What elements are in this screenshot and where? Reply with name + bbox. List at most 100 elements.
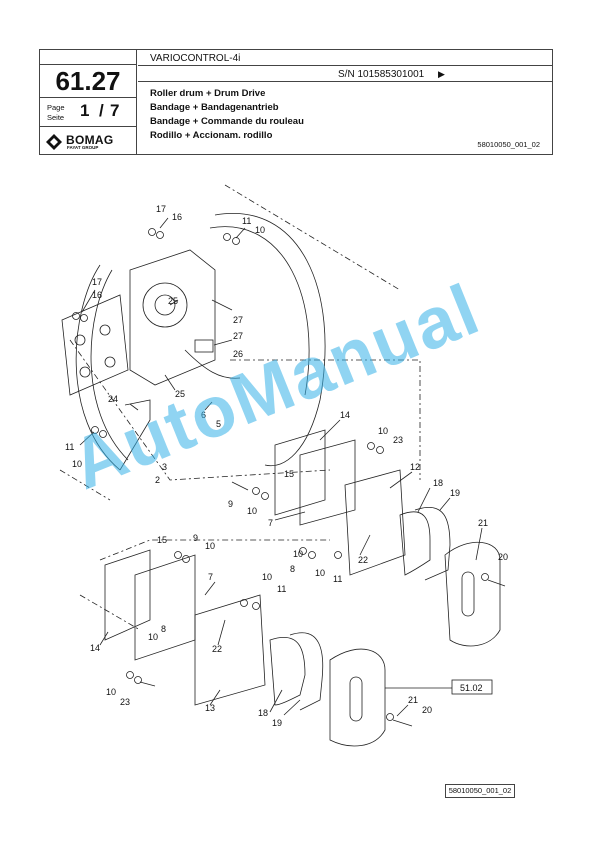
- header-block: 61.27 Page Seite 1 / 7 BOMAG FAYAT GROUP…: [39, 49, 553, 155]
- title-en: Roller drum + Drum Drive: [150, 88, 266, 99]
- header-doc-id: 58010050_001_02: [477, 140, 540, 149]
- sensor-body: [194, 339, 214, 353]
- part-label: 18: [433, 478, 443, 488]
- part-label: 10: [148, 632, 158, 642]
- leader-line: [81, 289, 96, 313]
- page-indicator: Page Seite 1 / 7: [40, 97, 136, 127]
- part-label: 20: [422, 705, 432, 715]
- leader-line: [235, 227, 246, 239]
- bolt-9a: [231, 481, 249, 491]
- part-label: 23: [120, 697, 130, 707]
- leader-line: [213, 339, 233, 346]
- part-label: 3: [162, 462, 167, 472]
- flange-plate-upper: [274, 429, 326, 516]
- flange-plate-lower-2: [134, 554, 196, 661]
- part-label: 25: [175, 389, 185, 399]
- leader-line: [79, 431, 95, 446]
- page-total: 7: [110, 101, 120, 120]
- exploded-parts-drawing: 17 16 11 10 17 16 25 27 27 26 25 24 6 5 …: [59, 184, 508, 747]
- part-label: 21: [408, 695, 418, 705]
- leader-line: [99, 631, 109, 646]
- leader-line: [269, 689, 283, 713]
- page-separator: /: [99, 101, 104, 120]
- guide-line: [69, 339, 331, 481]
- rubber-element-upper: [344, 469, 406, 576]
- serial-arrow-icon[interactable]: ▶: [438, 69, 445, 79]
- leader-line: [439, 497, 451, 511]
- part-label: 13: [205, 703, 215, 713]
- reference-box-label: 51.02: [460, 683, 483, 693]
- part-label: 15: [284, 469, 294, 479]
- drum-outline-left: [75, 264, 121, 471]
- section-panel: 61.27 Page Seite 1 / 7 BOMAG FAYAT GROUP: [40, 50, 137, 154]
- part-label: 22: [358, 555, 368, 565]
- page-label-de: Seite: [47, 113, 65, 122]
- drum-outline: [214, 213, 326, 467]
- part-label: 10: [106, 687, 116, 697]
- part-label: 20: [498, 552, 508, 562]
- drive-flange: [129, 249, 216, 386]
- part-label: 24: [108, 394, 118, 404]
- part-label: 17: [92, 277, 102, 287]
- part-label: 27: [233, 315, 243, 325]
- part-label: 10: [315, 568, 325, 578]
- part-label: 19: [450, 488, 460, 498]
- part-label: 11: [277, 584, 286, 594]
- part-label: 16: [172, 212, 182, 222]
- serial-number: S/N 101585301001: [338, 69, 425, 80]
- drive-hub: [142, 282, 188, 328]
- guide-line: [224, 184, 401, 291]
- leader-line: [274, 511, 306, 521]
- part-label: 9: [193, 533, 198, 543]
- part-label: 17: [156, 204, 166, 214]
- bomag-diamond-icon: [46, 134, 62, 150]
- part-label: 27: [233, 331, 243, 341]
- part-label: 5: [216, 419, 221, 429]
- leader-line: [417, 487, 431, 513]
- title-fr: Bandage + Commande du rouleau: [150, 116, 304, 127]
- leader-line: [217, 619, 226, 646]
- brand-name: BOMAG: [66, 133, 114, 147]
- part-label: 9: [228, 499, 233, 509]
- part-label: 10: [72, 459, 82, 469]
- footer-doc-id: 58010050_001_02: [445, 784, 515, 798]
- part-label: 22: [212, 644, 222, 654]
- title-de: Bandage + Bandagenantrieb: [150, 102, 279, 113]
- part-label: 19: [272, 718, 282, 728]
- part-label: 11: [242, 216, 251, 226]
- rubber-element-lower: [194, 594, 266, 706]
- part-label: 15: [157, 535, 167, 545]
- rubber-plate-18a: [399, 511, 431, 576]
- part-label: 23: [393, 435, 403, 445]
- rubber-plate-19a: [414, 507, 451, 581]
- leader-line: [129, 403, 139, 411]
- leader-line: [359, 534, 371, 556]
- part-label: 10: [247, 506, 257, 516]
- bolt-20b: [392, 719, 413, 727]
- sensor-24: [119, 399, 151, 471]
- model-name: VARIOCONTROL-4i: [150, 53, 241, 64]
- part-label: 14: [90, 643, 100, 653]
- bolt-23b: [139, 681, 156, 687]
- bolt-20a: [487, 579, 506, 587]
- part-label: 10: [293, 549, 303, 559]
- section-number: 61.27: [55, 66, 121, 96]
- part-label: 12: [410, 462, 420, 472]
- part-label: 11: [65, 442, 74, 452]
- serial-row[interactable]: S/N 101585301001 ▶: [138, 65, 552, 82]
- reference-box[interactable]: 51.02: [451, 679, 493, 695]
- part-label: 7: [208, 572, 213, 582]
- part-label: 6: [201, 410, 206, 420]
- rubber-plate-19b: [289, 632, 324, 711]
- title-es: Rodillo + Accionam. rodillo: [150, 130, 273, 141]
- part-label: 10: [255, 225, 265, 235]
- part-label: 18: [258, 708, 268, 718]
- leader-line: [389, 471, 413, 489]
- end-plate-lower: [329, 648, 386, 747]
- leader-line: [475, 527, 483, 561]
- leader-line: [396, 704, 409, 717]
- part-label: 10: [262, 572, 272, 582]
- part-label: 25: [168, 296, 178, 306]
- title-list: Roller drum + Drum Drive Bandage + Banda…: [150, 87, 304, 143]
- page-label-en: Page: [47, 103, 65, 112]
